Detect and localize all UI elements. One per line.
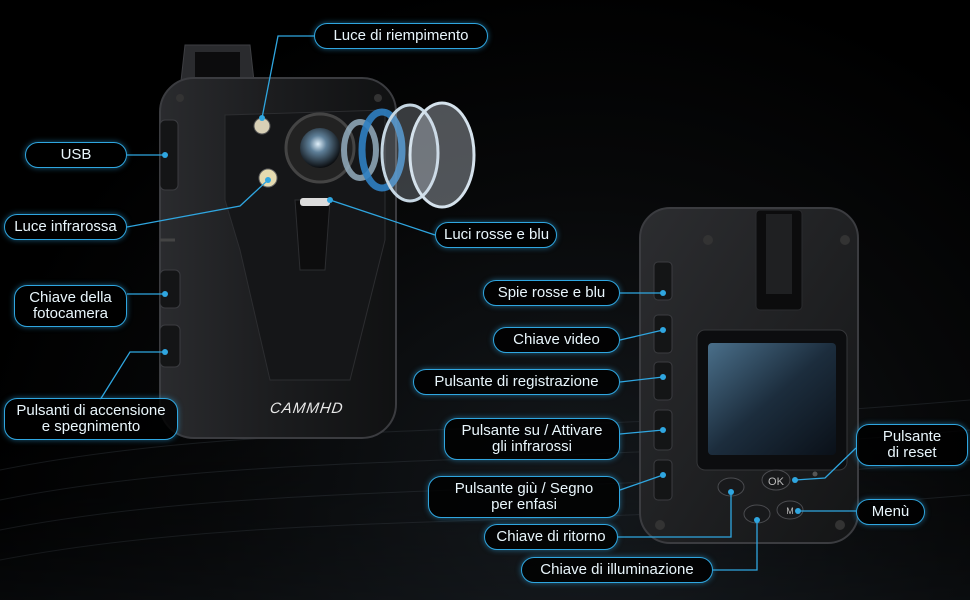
- label-chiave-illuminazione: Chiave di illuminazione: [521, 557, 713, 583]
- label-pulsanti-accensione: Pulsanti di accensione e spegnimento: [4, 398, 178, 440]
- menu-button-label: M: [786, 506, 794, 516]
- label-menu: Menù: [856, 499, 925, 525]
- label-luce-infrarossa: Luce infrarossa: [4, 214, 127, 240]
- label-pulsante-registrazione: Pulsante di registrazione: [413, 369, 620, 395]
- front-camera: [159, 44, 476, 439]
- label-pulsante-reset: Pulsante di reset: [856, 424, 968, 466]
- label-usb: USB: [25, 142, 127, 168]
- label-chiave-video: Chiave video: [493, 327, 620, 353]
- label-luci-rosse-blu: Luci rosse e blu: [435, 222, 557, 248]
- callout-lines: [99, 35, 857, 571]
- back-camera: OK M: [639, 207, 859, 544]
- label-chiave-ritorno: Chiave di ritorno: [484, 524, 618, 550]
- brand-logo-text: CAMMHD: [268, 400, 345, 417]
- label-pulsante-su: Pulsante su / Attivare gli infrarossi: [444, 418, 620, 460]
- ok-button-label: OK: [768, 476, 785, 488]
- label-spie-rosse-blu: Spie rosse e blu: [483, 280, 620, 306]
- label-luce-riempimento: Luce di riempimento: [314, 23, 488, 49]
- label-pulsante-giu: Pulsante giù / Segno per enfasi: [428, 476, 620, 518]
- label-chiave-fotocamera: Chiave della fotocamera: [14, 285, 127, 327]
